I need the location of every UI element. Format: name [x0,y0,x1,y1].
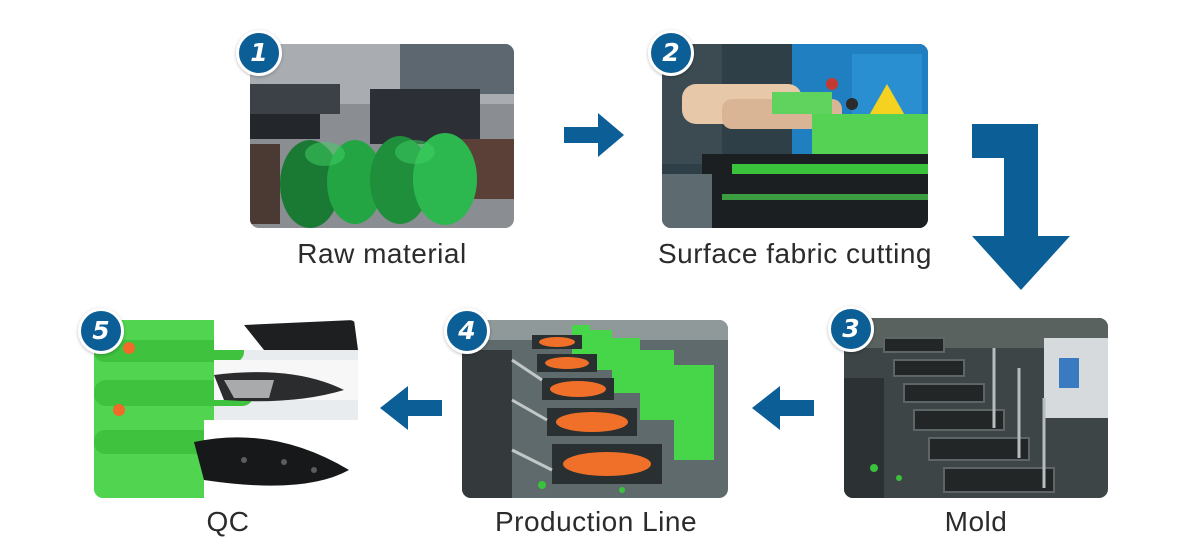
arrow-icon [752,386,814,430]
step-number-badge: 3 [828,306,874,352]
caption-production-line: Production Line [494,506,698,537]
caption-surface-fabric-cutting: Surface fabric cutting [657,238,933,269]
step-number-badge: 1 [236,30,282,76]
caption-mold: Mold [944,506,1008,537]
arrow-icon [380,386,442,430]
caption-raw-material: Raw material [297,238,467,269]
photo-surface-fabric-cutting [662,44,928,228]
photo-production-line [462,320,728,498]
caption-qc: QC [206,506,250,537]
arrow-icon [972,124,1070,290]
step-number-badge: 5 [78,308,124,354]
step-number-badge: 4 [444,308,490,354]
step-number-badge: 2 [648,30,694,76]
photo-raw-material [250,44,514,228]
photo-mold [844,318,1108,498]
photo-qc [94,320,358,498]
arrow-icon [564,113,624,157]
